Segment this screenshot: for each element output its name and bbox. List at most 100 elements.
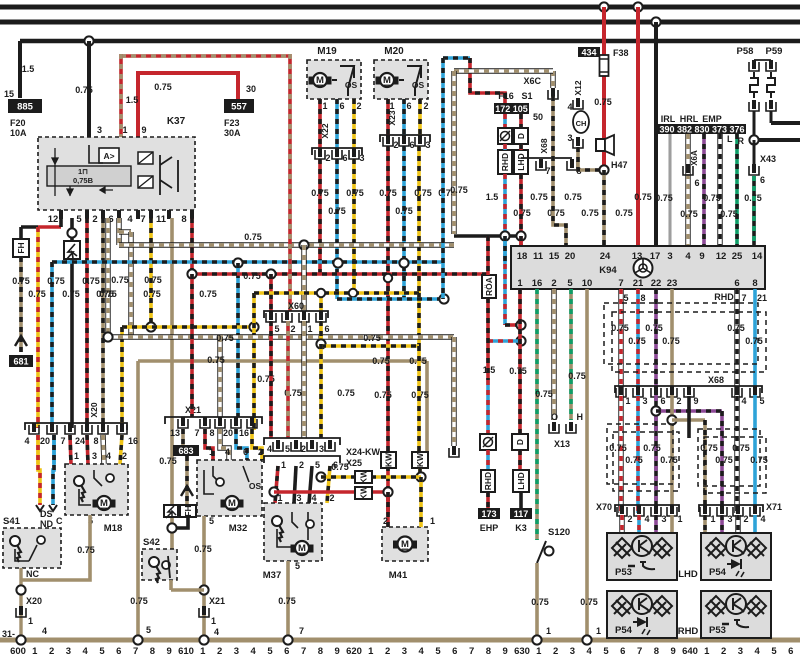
svg-text:1: 1 xyxy=(710,514,715,524)
svg-text:0.75: 0.75 xyxy=(395,206,413,216)
svg-text:4: 4 xyxy=(587,646,593,657)
svg-text:6: 6 xyxy=(333,460,338,470)
svg-text:0.75: 0.75 xyxy=(662,336,680,346)
svg-text:A>: A> xyxy=(103,151,114,161)
svg-text:0.75: 0.75 xyxy=(625,455,643,465)
svg-text:1.5: 1.5 xyxy=(486,192,499,202)
svg-text:5: 5 xyxy=(315,460,320,470)
svg-text:434: 434 xyxy=(581,47,596,57)
svg-text:0.75: 0.75 xyxy=(284,388,302,398)
svg-text:0.75: 0.75 xyxy=(438,188,456,198)
svg-text:1: 1 xyxy=(277,493,282,503)
svg-text:0.75: 0.75 xyxy=(194,544,212,554)
svg-text:0.75: 0.75 xyxy=(207,355,225,365)
svg-text:4: 4 xyxy=(24,436,29,446)
svg-text:0.75: 0.75 xyxy=(547,208,565,218)
svg-text:X20: X20 xyxy=(89,402,99,417)
svg-text:2: 2 xyxy=(553,646,558,657)
svg-text:0.75: 0.75 xyxy=(615,208,633,218)
svg-text:7: 7 xyxy=(60,436,65,446)
svg-text:0.75: 0.75 xyxy=(700,443,718,453)
svg-text:0.75: 0.75 xyxy=(12,276,30,286)
svg-text:7: 7 xyxy=(637,646,642,657)
svg-text:0.75: 0.75 xyxy=(111,275,129,285)
svg-text:4: 4 xyxy=(755,646,761,657)
svg-text:M: M xyxy=(316,75,324,86)
svg-text:1.5: 1.5 xyxy=(22,64,35,74)
svg-text:RHD: RHD xyxy=(483,472,493,490)
svg-text:2: 2 xyxy=(325,153,330,163)
svg-text:5: 5 xyxy=(603,646,609,657)
svg-text:1: 1 xyxy=(209,447,214,457)
svg-text:0.75: 0.75 xyxy=(278,596,296,606)
svg-text:X20: X20 xyxy=(26,596,42,606)
svg-text:6: 6 xyxy=(760,175,765,185)
svg-text:K3: K3 xyxy=(515,523,527,533)
svg-text:0.75: 0.75 xyxy=(374,390,392,400)
svg-text:LHD: LHD xyxy=(516,153,526,170)
svg-text:0.75: 0.75 xyxy=(77,545,95,555)
svg-text:4: 4 xyxy=(644,514,649,524)
svg-text:H47: H47 xyxy=(611,160,628,170)
svg-text:6: 6 xyxy=(342,153,347,163)
svg-text:31-: 31- xyxy=(2,629,15,639)
svg-text:0.75: 0.75 xyxy=(28,289,46,299)
svg-text:24: 24 xyxy=(75,436,85,446)
svg-text:1: 1 xyxy=(536,646,542,657)
svg-text:7: 7 xyxy=(301,646,306,657)
svg-text:M20: M20 xyxy=(384,46,404,57)
svg-text:0.75: 0.75 xyxy=(531,597,549,607)
svg-text:S1: S1 xyxy=(521,91,532,101)
svg-text:OS: OS xyxy=(412,80,425,90)
svg-text:620: 620 xyxy=(346,646,362,657)
svg-text:6: 6 xyxy=(620,646,625,657)
svg-text:F23: F23 xyxy=(224,118,240,128)
svg-text:2: 2 xyxy=(551,278,556,289)
svg-text:F16: F16 xyxy=(498,91,514,101)
svg-text:2: 2 xyxy=(393,140,398,150)
svg-text:6: 6 xyxy=(409,140,414,150)
svg-text:20: 20 xyxy=(565,251,576,262)
svg-text:KW: KW xyxy=(384,452,394,467)
svg-text:P53: P53 xyxy=(615,567,632,578)
svg-text:2: 2 xyxy=(676,396,681,406)
svg-text:25: 25 xyxy=(732,251,743,262)
svg-text:9: 9 xyxy=(141,125,146,135)
svg-text:2: 2 xyxy=(329,493,334,503)
svg-text:2: 2 xyxy=(217,646,222,657)
svg-text:5: 5 xyxy=(295,561,300,571)
svg-text:P58: P58 xyxy=(737,46,754,57)
svg-text:9: 9 xyxy=(693,396,698,406)
svg-text:M: M xyxy=(100,498,108,509)
svg-text:1: 1 xyxy=(281,460,286,470)
svg-text:3: 3 xyxy=(234,646,239,657)
svg-text:1⊓: 1⊓ xyxy=(78,167,88,176)
svg-text:172 105: 172 105 xyxy=(495,104,528,114)
svg-text:0.75: 0.75 xyxy=(509,366,527,376)
svg-text:8: 8 xyxy=(150,646,155,657)
svg-text:1: 1 xyxy=(322,101,327,111)
svg-text:30A: 30A xyxy=(224,128,241,138)
svg-text:3: 3 xyxy=(92,451,97,461)
svg-text:2: 2 xyxy=(301,444,306,454)
svg-text:0.75: 0.75 xyxy=(144,275,162,285)
svg-text:4: 4 xyxy=(741,396,746,406)
svg-text:610: 610 xyxy=(178,646,194,657)
svg-text:3: 3 xyxy=(425,140,430,150)
svg-text:0.75: 0.75 xyxy=(244,232,262,242)
svg-text:P54: P54 xyxy=(615,625,633,636)
svg-text:0.75: 0.75 xyxy=(216,333,234,343)
svg-text:P53: P53 xyxy=(709,625,726,636)
svg-text:16: 16 xyxy=(239,428,249,438)
svg-text:0.75: 0.75 xyxy=(634,192,652,202)
svg-text:0.75: 0.75 xyxy=(581,208,599,218)
svg-text:0.75: 0.75 xyxy=(363,333,381,343)
svg-text:8: 8 xyxy=(640,293,645,303)
svg-text:0.75: 0.75 xyxy=(680,209,698,219)
svg-text:0.75: 0.75 xyxy=(331,462,349,472)
svg-text:5: 5 xyxy=(99,646,105,657)
svg-text:HRL: HRL xyxy=(680,114,699,124)
svg-text:0.75: 0.75 xyxy=(199,289,217,299)
svg-text:X12: X12 xyxy=(573,80,583,95)
svg-text:M: M xyxy=(383,75,391,86)
